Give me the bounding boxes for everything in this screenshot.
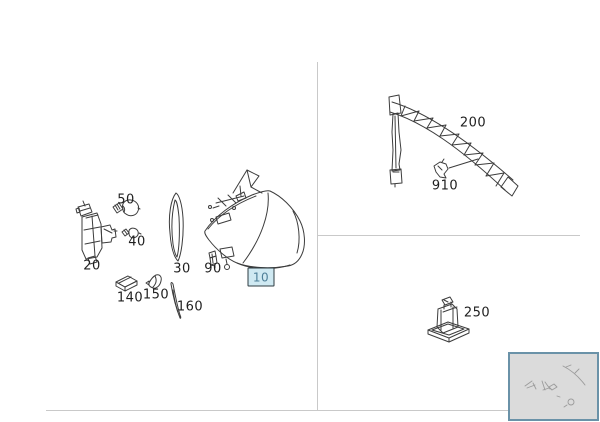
trim-blade-icon [168,192,184,262]
fastener-clip-icon [433,158,479,179]
overview-inset-thumbnail-icon [524,364,586,408]
bulb-large-icon [112,199,141,217]
relay-box-icon [115,275,138,292]
grommet-icon [145,274,162,289]
callout-50[interactable]: 50 [117,192,135,208]
bulb-holder-icon [75,200,118,265]
callout-150[interactable]: 150 [142,287,170,303]
reinforcement-rail-icon [388,94,519,197]
bracket-pedestal-icon [427,296,470,343]
grid-lines [46,62,580,411]
callout-910[interactable]: 910 [431,178,459,194]
clip-icon [208,250,218,269]
front-fender-icon [204,169,305,270]
callout-250[interactable]: 250 [463,305,491,321]
trim-strip-icon [170,282,182,319]
callout-30[interactable]: 30 [173,261,191,277]
callout-200[interactable]: 200 [459,115,487,131]
bulb-small-icon [121,227,142,239]
callout-10-selected[interactable]: 10 [247,267,275,287]
callout-40[interactable]: 40 [128,234,146,250]
callout-160[interactable]: 160 [176,299,204,315]
callout-20[interactable]: 20 [83,258,101,274]
overview-inset[interactable] [508,352,599,421]
callout-140[interactable]: 140 [116,290,144,306]
callout-90[interactable]: 90 [204,261,222,277]
